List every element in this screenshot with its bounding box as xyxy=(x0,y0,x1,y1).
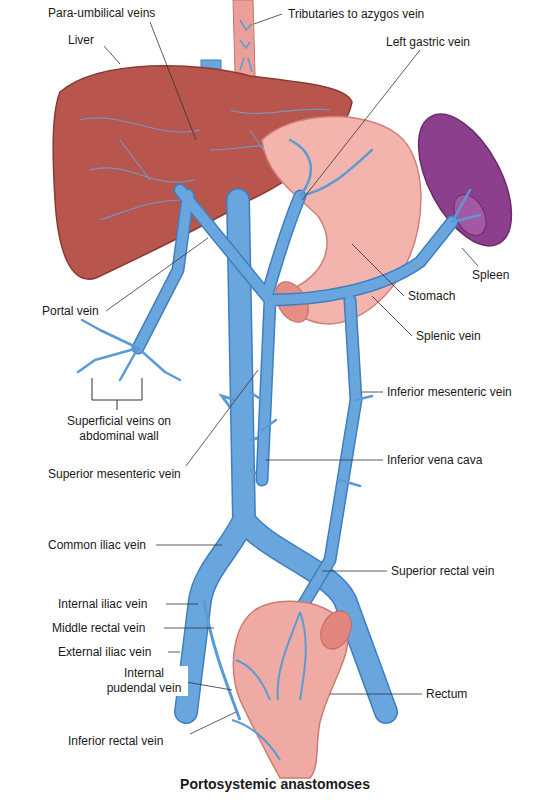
vein-label: Common iliac vein xyxy=(46,538,148,553)
azygos-tributaries xyxy=(240,20,252,72)
colon-lumen xyxy=(315,606,357,654)
vein-label: Inferior vena cava xyxy=(385,453,484,468)
vein-label: Superior mesenteric vein xyxy=(46,467,183,482)
caption: Portosystemic anastomoses xyxy=(180,776,370,792)
vein-label: Superior rectal vein xyxy=(389,564,496,579)
vein-label: Inferior rectal vein xyxy=(66,734,165,749)
rectal-veins xyxy=(232,612,306,760)
organ-label: Liver xyxy=(66,33,96,48)
leader-lines xyxy=(104,14,478,734)
vein-label: Portal vein xyxy=(40,304,101,319)
vein-label: Splenic vein xyxy=(414,329,483,344)
vein-label: Inferior mesenteric vein xyxy=(385,385,514,400)
spleen-hilum xyxy=(447,189,492,241)
vein-label: Middle rectal vein xyxy=(50,621,147,636)
vein-label: Internal iliac vein xyxy=(56,597,149,612)
organ-label: Spleen xyxy=(470,268,511,283)
vein-label: Internal pudendal vein xyxy=(100,666,188,696)
vein-label: Tributaries to azygos vein xyxy=(286,7,426,22)
organ-label: Stomach xyxy=(406,289,457,304)
vein-label: Left gastric vein xyxy=(384,35,472,50)
organ-label: Rectum xyxy=(424,687,469,702)
vein-label: External iliac vein xyxy=(56,645,153,660)
bracket xyxy=(92,378,142,410)
vein-label: Para-umbilical veins xyxy=(46,6,157,21)
vein-label: Superficial veins on abdominal wall xyxy=(52,414,186,444)
